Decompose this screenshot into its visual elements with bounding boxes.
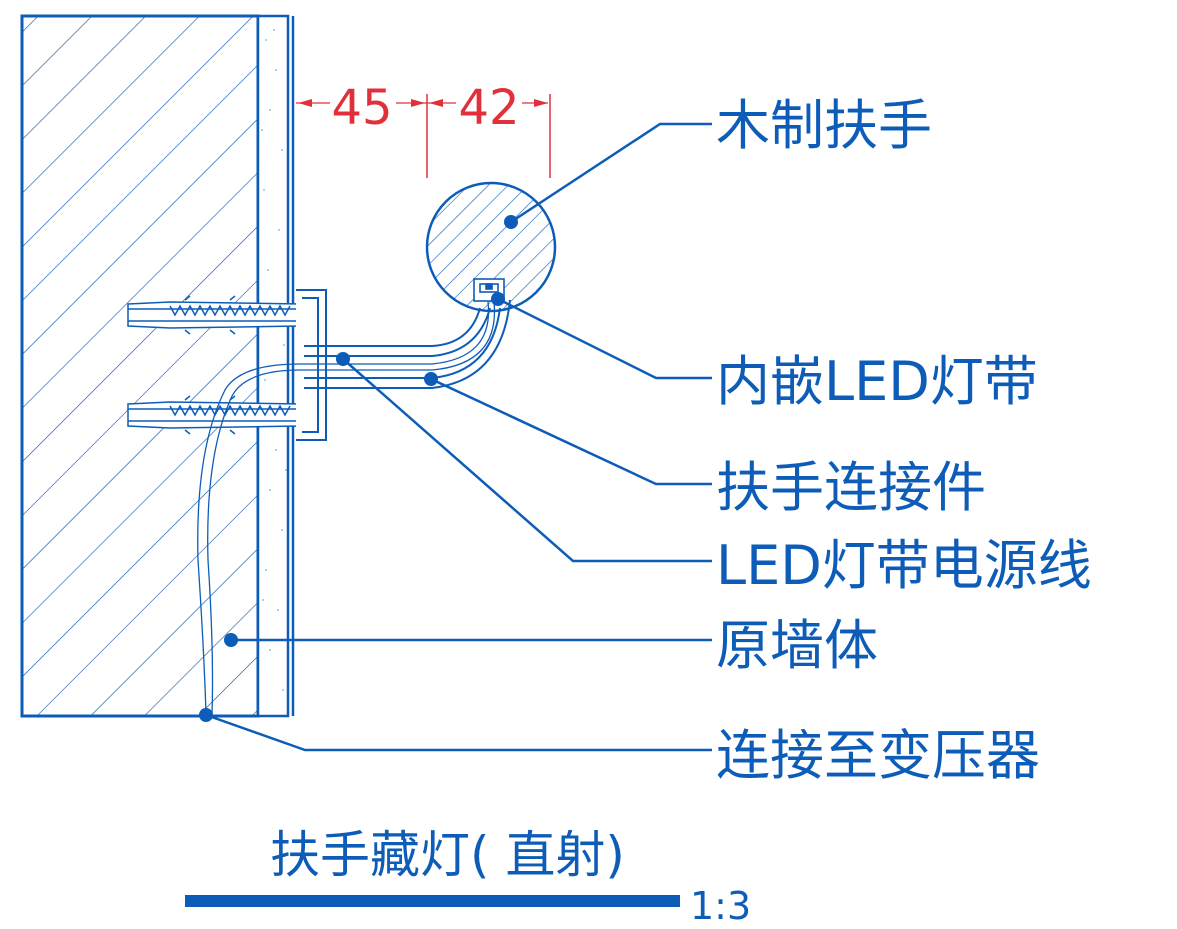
original-wall [20, 14, 260, 718]
label-wood-handrail: 木制扶手 [716, 94, 932, 157]
leader-lines [205, 122, 712, 752]
dim-arrow-mid-right-icon [429, 99, 443, 107]
leader-dots [199, 215, 518, 722]
anchor-bolt-top [127, 295, 301, 335]
dim-arrow-right-icon [534, 99, 548, 107]
dimension-handrail-width: 42 [458, 80, 519, 136]
mounting-plate [296, 289, 327, 441]
drawing-title: 扶手藏灯( 直射) [270, 826, 625, 884]
plaster-layer [256, 14, 295, 718]
dimension-wall-offset: 45 [331, 80, 392, 136]
label-original-wall: 原墙体 [716, 614, 878, 677]
title-underline [185, 895, 680, 907]
label-handrail-connector: 扶手连接件 [716, 456, 986, 519]
drawing-scale: 1:3 [690, 884, 751, 928]
dim-arrow-left-icon [298, 99, 312, 107]
label-embedded-led-strip: 内嵌LED灯带 [716, 350, 1038, 413]
label-led-power-cable: LED灯带电源线 [716, 534, 1092, 597]
dimension-line [296, 80, 551, 178]
led-power-cable [197, 301, 496, 715]
label-to-transformer: 连接至变压器 [716, 724, 1040, 787]
dim-arrow-mid-left-icon [411, 99, 425, 107]
